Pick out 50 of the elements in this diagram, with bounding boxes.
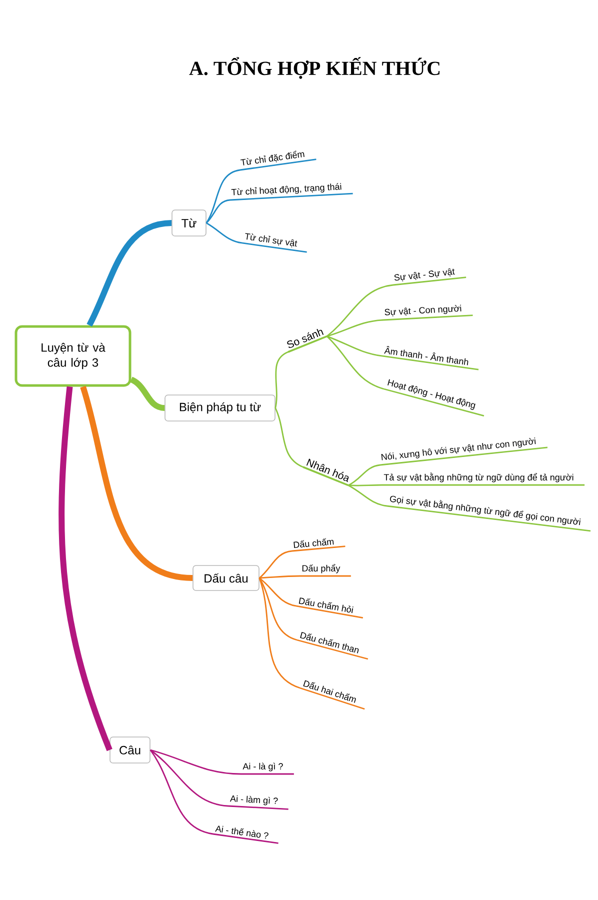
topic-label: Gọi sự vật bằng những từ ngữ để gọi con người (386, 496, 591, 532)
branch-line (80, 386, 193, 581)
topic-label: Hoạt động - Hoạt động (384, 379, 484, 416)
topic-label: Từ chỉ sự vật (242, 233, 307, 253)
branch-line (150, 750, 214, 835)
branch-line (259, 575, 300, 579)
topic-label: Dấu chấm than (296, 632, 368, 660)
topic-label: Từ chỉ hoạt động, trạng thái (230, 183, 353, 201)
branch-line (206, 199, 230, 224)
topic-label: Ai - thế nào ? (212, 826, 278, 844)
topic-label: Âm thanh - Âm thanh (382, 346, 479, 370)
topic-label: Dấu phẩy (300, 564, 351, 577)
branch-line (348, 484, 382, 486)
branch-line (258, 578, 298, 641)
topic-label: Dấu hai chấm (300, 680, 365, 710)
branch-line (274, 351, 288, 408)
branch-line (326, 284, 394, 337)
branch-line (326, 319, 384, 337)
branch-line (150, 749, 228, 807)
branch-line (258, 577, 296, 607)
topic-label: Ai - là gì ? (241, 762, 294, 775)
branch-line (348, 484, 388, 507)
branch-line (274, 408, 304, 468)
branch-line (258, 578, 300, 689)
topic-label: Từ chỉ đặc điểm (240, 150, 316, 171)
branch-line (348, 464, 380, 486)
branch-line (326, 336, 382, 357)
subtopic-label: So sánh (287, 328, 328, 353)
topic-box: Câu (110, 736, 150, 764)
branch-line (258, 550, 292, 579)
central-topic-box: Luyện từ và câu lớp 3 (14, 325, 132, 387)
branch-line (326, 336, 384, 390)
topic-label: Ai - làm gì ? (228, 795, 288, 810)
branch-line (130, 376, 165, 411)
branch-line (150, 749, 242, 775)
topic-label: Dấu chấm hỏi (296, 598, 364, 618)
subtopic-label: Nhân hóa (302, 458, 349, 486)
topic-box: Biện pháp tu từ (164, 394, 276, 422)
topic-label: Sự vật - Sự vật (392, 268, 466, 286)
topic-label: Nói, xưng hô với sự vật như con người (380, 438, 548, 466)
branch-line (206, 222, 242, 244)
title: A. TỔNG HỢP KIẾN THỨC (189, 57, 440, 79)
topic-label: Sự vật - Con người (382, 304, 473, 321)
branch-line (206, 169, 240, 224)
branch-line (86, 220, 172, 327)
topic-label: Dấu chấm (292, 538, 346, 552)
topic-label: Tả sự vật bằng những từ ngữ dùng để tả người (382, 472, 585, 486)
topic-box: Dấu câu (192, 565, 260, 591)
topic-box: Từ (172, 210, 206, 236)
branch-line (58, 386, 112, 752)
